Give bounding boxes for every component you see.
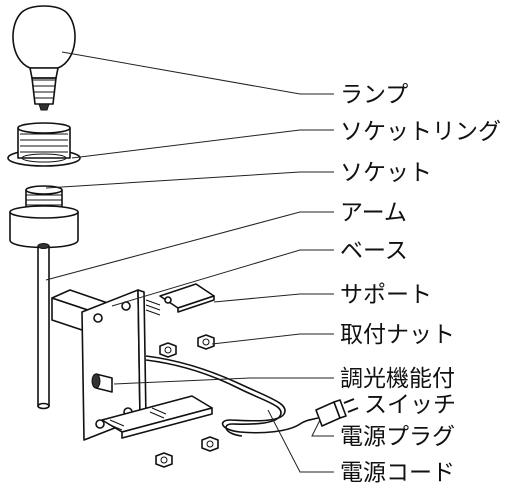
label-dimmer-switch-line1: 調光機能付 bbox=[340, 366, 455, 392]
lamp-bulb bbox=[12, 5, 76, 111]
label-power-plug: 電源プラグ bbox=[340, 424, 455, 450]
power-plug bbox=[315, 398, 359, 427]
label-socket-ring: ソケットリング bbox=[340, 119, 501, 145]
label-base: ベース bbox=[340, 238, 408, 264]
dimmer-switch bbox=[91, 373, 113, 393]
leader-lines bbox=[45, 51, 334, 473]
label-power-cord: 電源コード bbox=[340, 460, 455, 486]
label-arm: アーム bbox=[340, 200, 407, 226]
label-mount-nut: 取付ナット bbox=[340, 322, 455, 348]
socket-ring bbox=[7, 122, 81, 167]
power-cord bbox=[145, 355, 319, 437]
label-dimmer-switch-line2: スイッチ bbox=[364, 392, 456, 418]
label-lamp: ランプ bbox=[340, 82, 408, 108]
label-support: サポート bbox=[340, 282, 432, 308]
label-socket: ソケット bbox=[340, 160, 432, 186]
support-plate-upper bbox=[145, 283, 215, 316]
arm-rod bbox=[37, 243, 50, 410]
socket bbox=[9, 185, 79, 249]
support-plate-lower bbox=[101, 395, 213, 439]
base-plate bbox=[81, 289, 147, 441]
mount-nuts bbox=[155, 334, 219, 468]
